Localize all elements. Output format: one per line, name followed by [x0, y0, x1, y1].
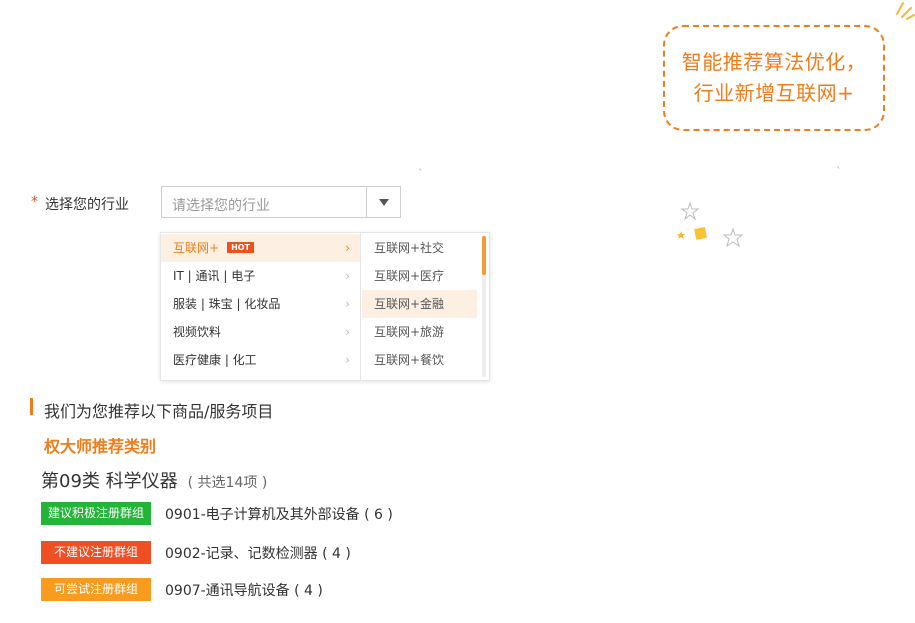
subcategory-item[interactable]: 互联网+社交 [374, 241, 445, 255]
stars-decoration-icon [677, 201, 744, 248]
category-label: IT | 通讯 | 电子 [173, 269, 256, 283]
chevron-right-icon: › [345, 269, 350, 283]
chevron-right-icon: › [345, 325, 350, 339]
section-title: 我们为您推荐以下商品/服务项目 [44, 402, 274, 421]
subcategory-item[interactable]: 互联网+餐饮 [374, 353, 445, 367]
group-text: 0901-电子计算机及其外部设备 ( 6 ) [165, 507, 393, 523]
scrollbar-thumb[interactable] [482, 236, 486, 275]
chevron-right-icon: › [345, 353, 350, 367]
category-label: 服装 | 珠宝 | 化妆品 [173, 297, 281, 311]
industry-label: 选择您的行业 [45, 197, 129, 213]
category-item[interactable]: 服装 | 珠宝 | 化妆品 › [161, 290, 360, 318]
class-name: 第09类 科学仪器 [41, 471, 178, 492]
category-list: 互联网+ HOT › IT | 通讯 | 电子 › 服装 | 珠宝 | 化妆品 ›… [161, 233, 361, 380]
subcategory-list: 互联网+社交 互联网+医疗 互联网+金融 互联网+旅游 互联网+餐饮 [362, 233, 489, 380]
subcategory-item-highlighted[interactable]: 互联网+金融 [362, 290, 477, 318]
group-tag-recommended: 建议积极注册群组 [41, 502, 151, 525]
chevron-right-icon: › [345, 297, 350, 311]
promo-bubble: 智能推荐算法优化， 行业新增互联网+ [663, 25, 885, 131]
industry-dropdown: 互联网+ HOT › IT | 通讯 | 电子 › 服装 | 珠宝 | 化妆品 ›… [160, 232, 490, 381]
category-item[interactable]: IT | 通讯 | 电子 › [161, 262, 360, 290]
industry-select-placeholder: 请选择您的行业 [172, 198, 270, 214]
required-mark: * [31, 194, 38, 210]
recommend-heading: 权大师推荐类别 [44, 437, 157, 456]
category-label: 互联网+ [173, 241, 220, 255]
industry-select[interactable]: 请选择您的行业 [161, 186, 401, 218]
triangle-down-icon [378, 198, 389, 206]
subcategory-item[interactable]: 互联网+旅游 [374, 325, 445, 339]
hot-badge: HOT [227, 242, 255, 253]
industry-select-toggle[interactable] [366, 187, 400, 217]
group-text: 0907-通讯导航设备 ( 4 ) [165, 583, 323, 599]
class-count: ( 共选14项 ) [187, 475, 268, 491]
sparkle-burst-icon [896, 2, 915, 20]
tiny-tick-decoration: ˋ [836, 165, 842, 178]
category-item[interactable]: 视频饮料 › [161, 318, 360, 346]
promo-line-1: 智能推荐算法优化， [681, 50, 867, 74]
group-tag-try: 可尝试注册群组 [41, 578, 151, 601]
group-text: 0902-记录、记数检测器 ( 4 ) [165, 546, 351, 562]
class-title: 第09类 科学仪器 ( 共选14项 ) [41, 467, 267, 493]
promo-line-2: 行业新增互联网+ [693, 81, 855, 105]
chevron-right-icon: › [345, 241, 350, 255]
category-item[interactable]: 医疗健康 | 化工 › [161, 346, 360, 374]
group-tag-not-recommended: 不建议注册群组 [41, 541, 151, 564]
category-label: 医疗健康 | 化工 [173, 353, 257, 367]
category-item[interactable]: 互联网+ HOT › [161, 234, 360, 262]
subcategory-item[interactable]: 互联网+医疗 [374, 269, 445, 283]
section-accent-bar [30, 398, 33, 415]
tiny-tick-decoration: ˋ [418, 167, 424, 180]
scrollbar-track[interactable] [482, 236, 486, 377]
category-label: 视频饮料 [173, 325, 222, 339]
